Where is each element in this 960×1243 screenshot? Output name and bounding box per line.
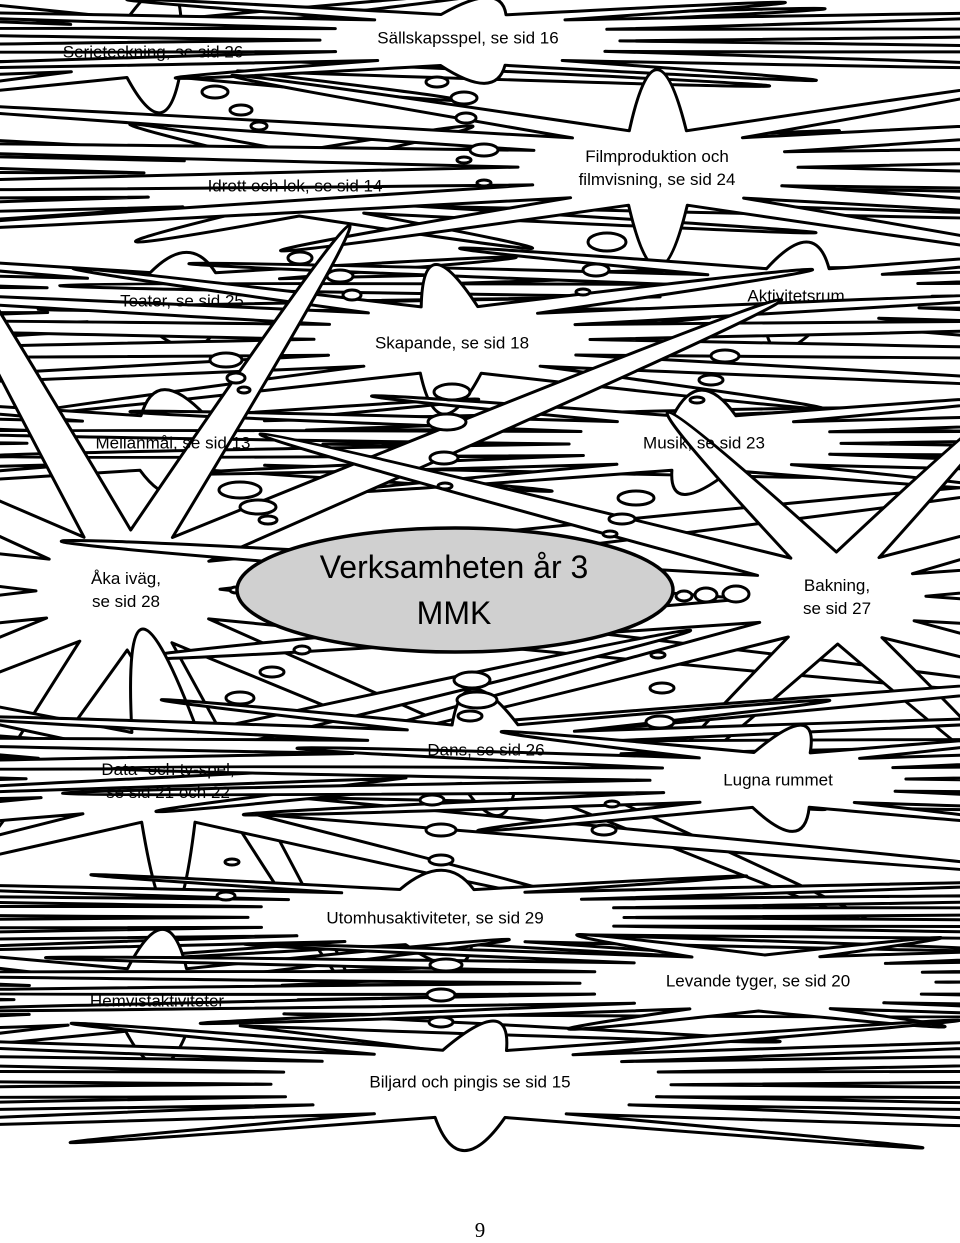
cloud-aktivitetsrum: Aktivitetsrum	[747, 286, 845, 306]
thought-bubble-10	[286, 250, 314, 266]
thought-bubble-21	[428, 450, 460, 466]
thought-bubble-13	[586, 231, 628, 253]
thought-bubble-35	[721, 584, 751, 604]
thought-bubble-2	[228, 103, 254, 117]
clouds-layer	[0, 0, 960, 1153]
thought-bubble-48	[223, 857, 241, 867]
thought-bubbles-layer	[200, 75, 751, 1029]
thought-bubble-20	[426, 412, 468, 432]
thought-bubble-54	[427, 1015, 455, 1029]
thought-bubble-40	[455, 690, 499, 710]
cloud-bakning: Bakning,se sid 27	[802, 576, 872, 618]
cloud-aka-ivag: Åka iväg,se sid 28	[91, 569, 161, 611]
thought-bubble-45	[418, 793, 446, 807]
cloud-shape-biljard-pingis	[0, 1018, 960, 1153]
center-title-line2: MMK	[416, 595, 492, 631]
cloud-lugna-rummet: Lugna rummet	[723, 770, 833, 790]
cloud-biljard-pingis: Biljard och pingis se sid 15	[369, 1072, 571, 1092]
cloud-idrott: Idrott och lek, se sid 14	[207, 176, 383, 196]
cloud-shape-utomhusaktiviteter	[0, 868, 960, 967]
thought-bubble-43	[648, 681, 676, 695]
thought-bubble-6	[454, 111, 478, 125]
thought-bubble-33	[674, 589, 694, 603]
cloud-sallskapsspel: Sällskapsspel, se sid 16	[377, 28, 559, 48]
thought-bubble-4	[424, 75, 450, 89]
thought-bubble-18	[236, 385, 252, 395]
thought-bubble-29	[616, 489, 656, 507]
thought-bubble-52	[428, 957, 464, 973]
thought-bubble-44	[644, 714, 676, 730]
thought-bubble-41	[456, 709, 484, 723]
thought-bubble-47	[427, 853, 455, 867]
cloud-musik: Musik, se sid 23	[643, 433, 765, 453]
thought-bubble-14	[581, 262, 611, 278]
cloud-hemvistaktiviteter: Hemvistaktiviteter	[89, 991, 225, 1011]
center-title: Verksamheten år 3 MMK	[320, 544, 589, 636]
thought-bubble-25	[688, 395, 706, 405]
thought-bubble-15	[574, 287, 592, 297]
thought-bubble-53	[425, 987, 457, 1003]
thought-bubble-49	[215, 890, 237, 902]
center-ellipse	[235, 526, 675, 654]
thought-bubble-28	[257, 514, 279, 526]
cloud-utomhusaktiviteter: Utomhusaktiviteter, se sid 29	[326, 908, 544, 928]
page-number: 9	[474, 1218, 486, 1242]
thought-bubble-12	[341, 288, 363, 302]
cloud-shape-film	[0, 68, 960, 269]
thought-bubble-30	[607, 512, 637, 526]
thought-bubble-26	[217, 480, 263, 500]
thought-bubble-22	[436, 481, 454, 491]
thought-bubble-1	[200, 84, 230, 100]
thought-bubble-16	[208, 351, 244, 369]
thought-bubble-36	[292, 644, 312, 656]
thought-bubble-46	[424, 822, 458, 838]
thought-bubble-11	[325, 268, 355, 284]
thought-bubble-24	[697, 373, 725, 387]
thought-bubble-3	[249, 120, 269, 132]
thought-bubble-23	[709, 348, 741, 364]
center-title-line1: Verksamheten år 3	[319, 549, 589, 585]
cloud-levande-tyger: Levande tyger, se sid 20	[665, 971, 851, 991]
thought-bubble-37	[258, 665, 286, 679]
thought-bubble-31	[601, 529, 619, 539]
cloud-teater: Teater, se sid 25	[120, 291, 244, 311]
thought-bubble-42	[649, 650, 667, 660]
cloud-serieteckning: Serieteckning, se sid 26	[62, 42, 244, 62]
thought-bubble-39	[452, 670, 492, 690]
thought-bubble-5	[449, 90, 479, 106]
cloud-data-tv-spel: Data- och tv-spel,se sid 21 och 22	[101, 760, 235, 802]
cloud-skapande: Skapande, se sid 18	[374, 333, 530, 353]
thought-bubble-19	[432, 382, 472, 402]
thought-bubble-8	[468, 142, 500, 158]
thought-bubble-38	[224, 690, 256, 706]
thought-bubble-50	[603, 799, 621, 809]
thought-bubble-9	[475, 178, 493, 188]
thought-bubble-7	[455, 155, 473, 165]
thought-bubble-34	[693, 586, 719, 604]
cloud-dans: Dans, se sid 26	[427, 740, 545, 760]
cloud-shape-lugna-rummet	[61, 723, 960, 833]
cloud-mellanmal: Mellanmål, se sid 13	[95, 433, 251, 453]
thought-bubble-51	[590, 823, 618, 837]
thought-bubble-17	[225, 371, 247, 385]
cloud-shape-sallskapsspel	[0, 0, 960, 85]
cloud-shape-levande-tyger	[0, 933, 960, 1031]
cloud-shape-skapande	[0, 263, 960, 417]
thought-bubble-27	[238, 498, 278, 516]
